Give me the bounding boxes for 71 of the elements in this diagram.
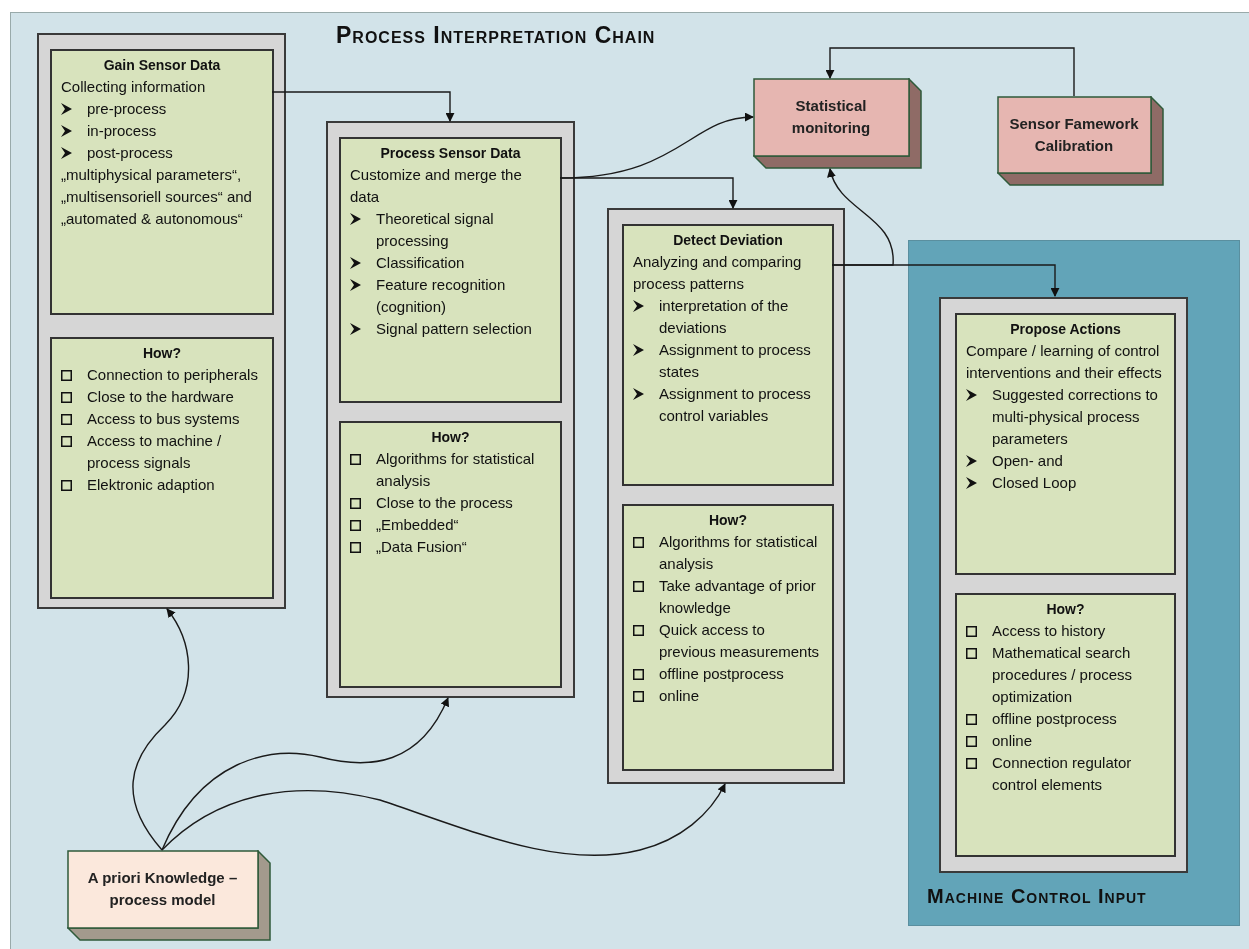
list-item-text: Closed Loop	[992, 473, 1077, 493]
list-item-text: „Data Fusion“	[376, 537, 467, 557]
connector-arrow	[825, 47, 1075, 97]
list-item-text: Classification	[376, 253, 465, 273]
3d-box	[997, 96, 1164, 186]
connector-arrow	[831, 264, 1060, 297]
process-card	[622, 224, 834, 486]
list-item-text: Suggested corrections to multi-physical process parameters	[992, 385, 1159, 449]
panel	[607, 208, 845, 784]
list-item-text: Close to the hardware	[87, 387, 234, 407]
card-text: „multiphysical parameters“, „multisensoriell sources“ and „automated & autonomous“	[61, 165, 253, 229]
list-item-text: Access to history	[992, 621, 1106, 641]
card-heading: How?	[430, 428, 471, 447]
list-item-text: online	[992, 731, 1033, 751]
list-item-text: offline postprocess	[659, 664, 784, 684]
panel	[37, 33, 286, 609]
list-item-text: Open- and	[992, 451, 1063, 471]
list-item-text: Algorithms for statistical analysis	[376, 449, 536, 491]
list-item-text: Connection regulator control elements	[992, 753, 1133, 795]
card-heading: How?	[1045, 600, 1086, 619]
list-item-text: Connection to peripherals	[87, 365, 258, 385]
3d-box	[753, 78, 922, 169]
list-item-text: interpretation of the deviations	[659, 296, 790, 338]
list-item-text: online	[659, 686, 700, 706]
box-label: Sensor Famework Calibration	[1008, 113, 1140, 156]
list-item-text: Close to the process	[376, 493, 513, 513]
process-card	[339, 421, 562, 688]
process-card	[955, 313, 1176, 575]
process-card	[955, 593, 1176, 857]
list-item-text: Signal pattern selection	[376, 319, 532, 339]
list-item-text: Theoretical signal processing	[376, 209, 495, 251]
card-heading: Detect Deviation	[672, 231, 784, 250]
connector-arrow	[161, 697, 449, 851]
process-card	[50, 49, 274, 315]
connector-arrow	[828, 168, 894, 266]
card-heading: How?	[141, 344, 183, 363]
card-text: Collecting information	[61, 77, 207, 97]
region-band	[908, 240, 1240, 926]
card-heading: Propose Actions	[1009, 320, 1122, 339]
card-heading: How?	[707, 511, 749, 530]
connector-arrow	[559, 177, 738, 209]
list-item-text: Take advantage of prior knowledge	[659, 576, 817, 618]
card-text: Compare / learning of control interventions and their effects	[966, 341, 1163, 383]
list-item-text: Assignment to process states	[659, 340, 812, 382]
list-item-text: Elektronic adaption	[87, 475, 215, 495]
list-item-text: Algorithms for statistical analysis	[659, 532, 819, 574]
list-item-text: „Embedded“	[376, 515, 459, 535]
process-card	[339, 137, 562, 403]
list-item-text: offline postprocess	[992, 709, 1117, 729]
list-item-text: Feature recognition (cognition)	[376, 275, 507, 317]
list-item-text: in-process	[87, 121, 157, 141]
box-label: Statistical monitoring	[790, 96, 872, 138]
3d-box	[67, 850, 271, 941]
list-item-text: post-process	[87, 143, 173, 163]
card-heading: Gain Sensor Data	[102, 56, 222, 75]
box-label: A priori Knowledge – process model	[86, 868, 239, 910]
process-card	[622, 504, 834, 771]
region-title: Machine Control Input	[927, 884, 1147, 909]
connector-arrow	[271, 91, 455, 122]
list-item-text: pre-process	[87, 99, 167, 119]
process-card	[50, 337, 274, 599]
list-item-text: Assignment to process control variables	[659, 384, 812, 426]
card-heading: Process Sensor Data	[379, 144, 522, 163]
panel	[326, 121, 575, 698]
connector-arrow	[132, 608, 190, 851]
panel	[939, 297, 1188, 873]
diagram-title: Process Interpretation Chain	[336, 21, 656, 50]
list-item-text: Access to bus systems	[87, 409, 240, 429]
card-text: Customize and merge the data	[350, 165, 523, 207]
connector-arrow	[161, 783, 726, 857]
list-item-text: Access to machine / process signals	[87, 431, 223, 473]
